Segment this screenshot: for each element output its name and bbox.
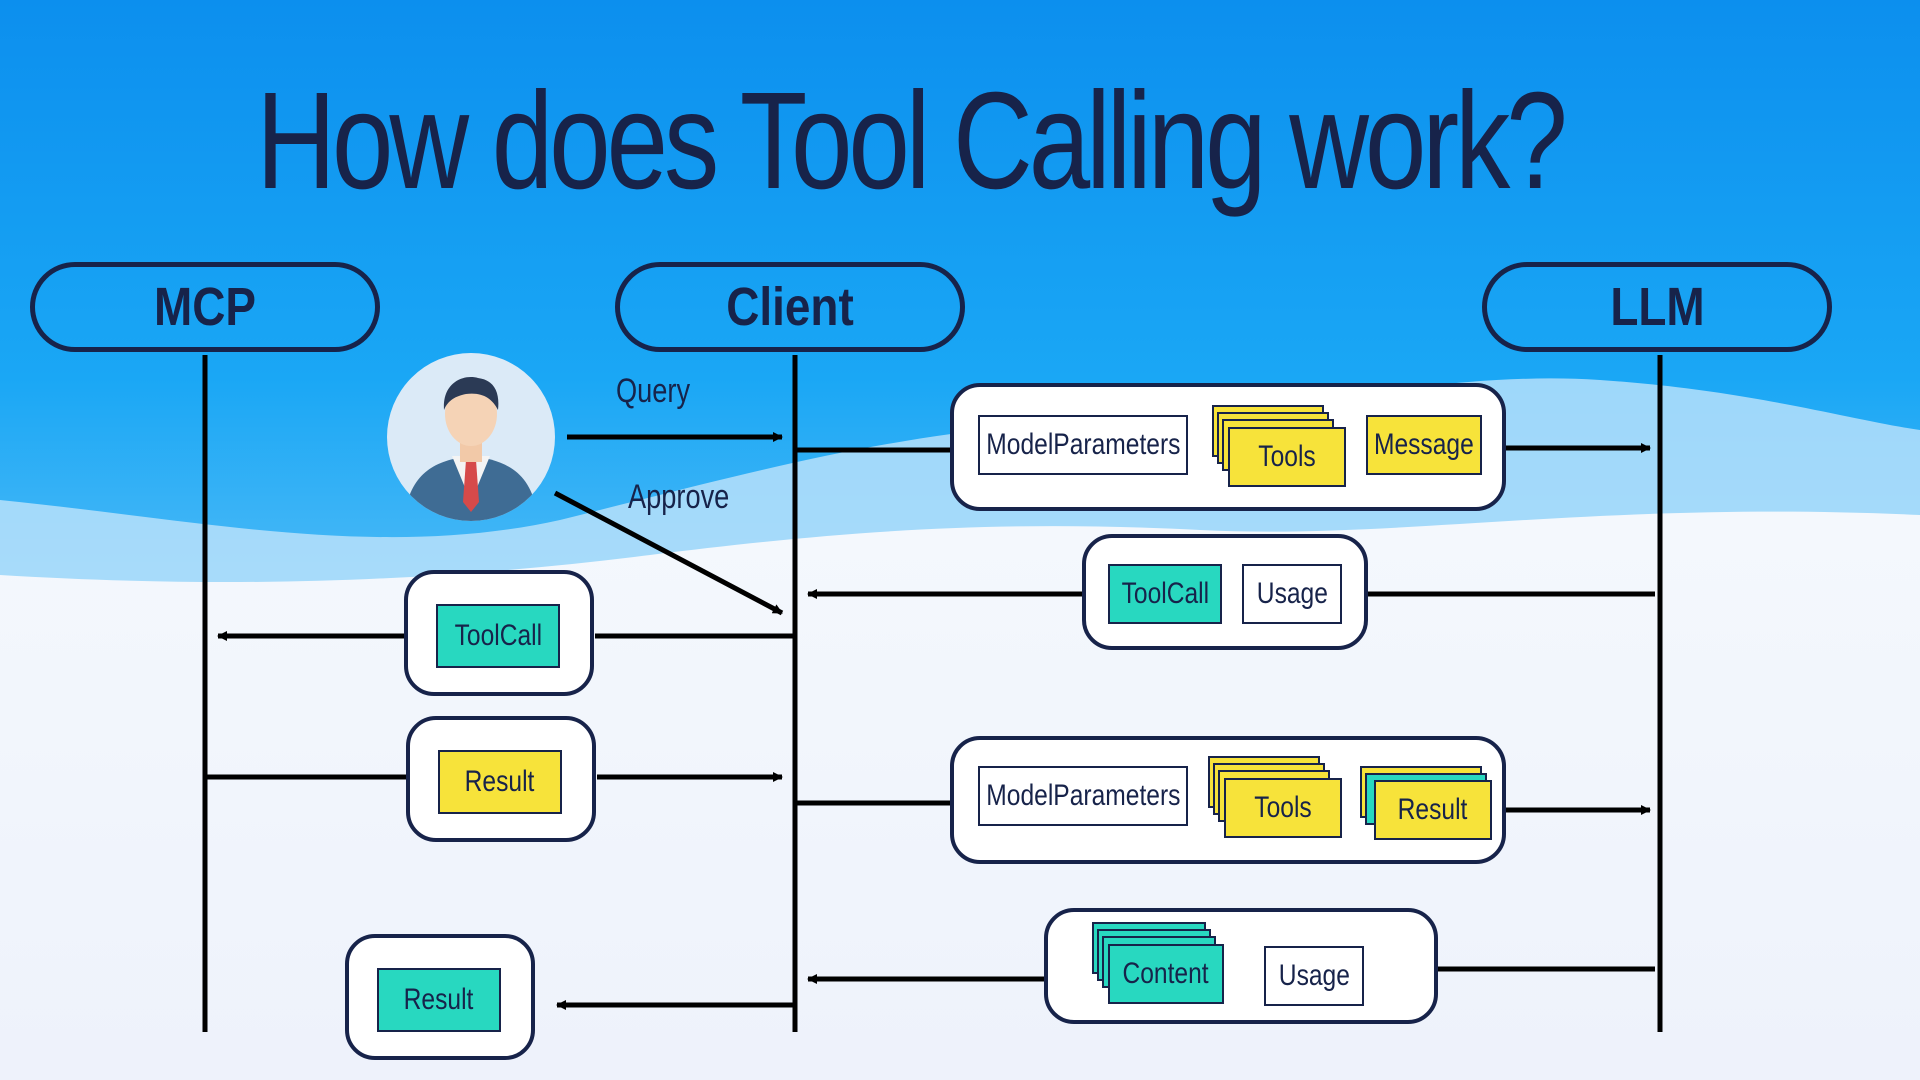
response2-group: Content Usage: [1044, 908, 1438, 1024]
result-box: Result: [377, 968, 501, 1032]
query-label: Query: [616, 372, 691, 410]
usage-box: Usage: [1242, 564, 1342, 624]
mcp-to-client-group: Result: [406, 716, 596, 842]
message-box: Message: [1366, 415, 1482, 475]
tools-box: Tools: [1228, 427, 1346, 487]
response1-group: ToolCall Usage: [1082, 534, 1368, 650]
result-box: Result: [438, 750, 562, 814]
tool-call-box: ToolCall: [436, 604, 560, 668]
model-parameters-box: ModelParameters: [978, 415, 1188, 475]
tool-call-box: ToolCall: [1108, 564, 1222, 624]
request2-group: ModelParameters Tools Result: [950, 736, 1506, 864]
tools-box: Tools: [1224, 778, 1342, 838]
actor-llm: LLM: [1482, 262, 1832, 352]
model-parameters-box: ModelParameters: [978, 766, 1188, 826]
result-box: Result: [1374, 780, 1492, 840]
content-box: Content: [1108, 944, 1224, 1004]
actor-client: Client: [615, 262, 965, 352]
diagram-title: How does Tool Calling work?: [256, 64, 1567, 218]
client-to-mcp-group: ToolCall: [404, 570, 594, 696]
request1-group: ModelParameters Tools Message: [950, 383, 1506, 511]
client-to-user-group: Result: [345, 934, 535, 1060]
actor-mcp: MCP: [30, 262, 380, 352]
approve-arrow: [553, 490, 784, 616]
user-avatar-icon: [387, 353, 555, 521]
usage-box: Usage: [1264, 946, 1364, 1006]
approve-label: Approve: [628, 478, 730, 516]
